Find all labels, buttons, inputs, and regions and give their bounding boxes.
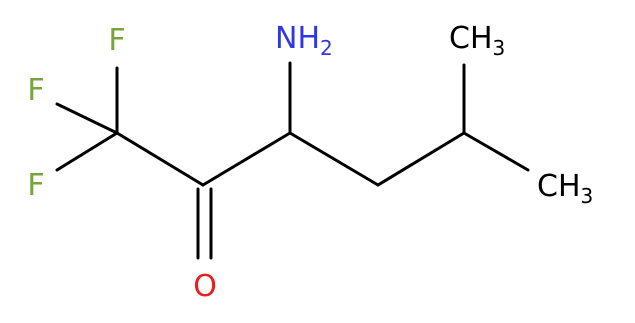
oxygen-label: O [193,269,217,304]
bond-c5-ch3-bottom [462,131,530,172]
bond-c4-c5 [376,131,466,187]
bond-c1-c2 [115,131,205,187]
bonds [55,61,530,260]
bond-c1-f3 [55,131,119,172]
atom-labels: F F F NH2 O CH3 CH3 [27,21,593,304]
methyl-label-top: CH3 [449,21,505,60]
bond-c1-f2 [55,102,119,135]
fluorine-label-bottom: F [27,168,44,203]
methyl-label-bottom: CH3 [537,169,593,208]
fluorine-label-middle: F [27,73,44,108]
amine-label: NH2 [275,21,333,60]
bond-c2-c3 [201,131,292,187]
fluorine-label-top: F [108,23,125,58]
bond-c3-c4 [288,131,380,187]
